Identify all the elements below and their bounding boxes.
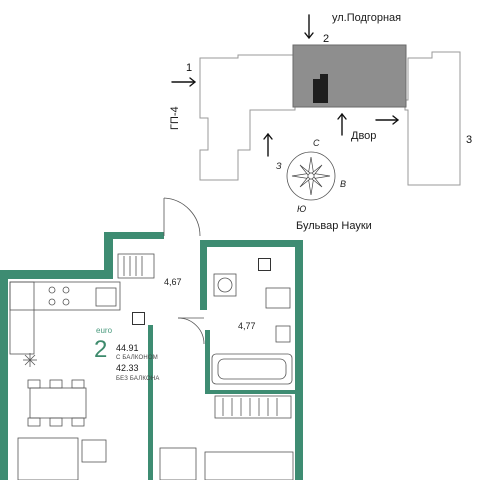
building-gp4 <box>199 54 296 181</box>
facade-number-2: 2 <box>323 33 330 45</box>
bath-door <box>177 317 205 345</box>
view-arrows <box>171 14 399 157</box>
area-with-balcony: 44.91 <box>116 343 139 353</box>
ceiling-fan-icon <box>23 353 37 367</box>
highlighted-apartment <box>313 79 328 103</box>
arrow-yard-icon <box>337 113 347 136</box>
building-right <box>404 51 461 186</box>
arrow-2-icon <box>304 14 314 39</box>
dining-table-icon <box>27 379 87 427</box>
bedroom-radiator-icon <box>214 395 292 419</box>
kitchen-sink-icon <box>95 287 117 307</box>
area-without-balcony: 42.33 <box>116 363 139 373</box>
compass-south: Ю <box>297 204 307 214</box>
room-area-bathroom: 4,77 <box>238 321 256 331</box>
courtyard-label: Двор <box>351 130 377 142</box>
highlighted-apartment-notch <box>320 74 328 81</box>
apartment-rooms: 2 <box>94 336 108 363</box>
walls <box>0 232 303 480</box>
entrance-door <box>163 197 201 237</box>
room-area-hall: 4,67 <box>164 277 182 287</box>
facade-number-1: 1 <box>186 62 193 74</box>
compass-east: В <box>340 179 347 189</box>
washing-machine-icon <box>213 273 237 297</box>
bath-sink-icon <box>265 287 291 309</box>
armchair-icon <box>81 439 107 463</box>
bathtub-icon <box>211 353 293 385</box>
utility-sign-icon <box>132 312 145 325</box>
sofa-icon <box>17 437 79 480</box>
area-with-balcony-caption: С БАЛКОНОМ <box>116 355 158 361</box>
fixtures <box>9 253 294 480</box>
compass-north: С <box>313 138 320 148</box>
facade-number-3: 3 <box>466 134 473 146</box>
radiator-icon <box>117 253 155 279</box>
arrow-1-icon <box>171 77 196 87</box>
arrow-gp4-icon <box>263 133 273 157</box>
floor-plan <box>0 197 303 480</box>
hob-icon <box>48 286 70 306</box>
hall-wardrobe-icon <box>159 447 197 480</box>
utility-sign-bath-icon <box>258 258 271 271</box>
highlighted-section <box>292 44 407 108</box>
apartment-type: euro <box>96 326 113 335</box>
street-top-label: ул.Подгорная <box>332 12 402 24</box>
arrow-3-icon <box>375 115 399 125</box>
building-code-label: ГП-4 <box>169 106 181 130</box>
toilet-icon <box>275 325 291 343</box>
compass-west: З <box>276 161 282 171</box>
door-swings <box>163 197 205 345</box>
bed-icon <box>204 451 294 480</box>
kitchen-counter-side <box>9 281 35 355</box>
compass-rose-icon <box>286 151 336 201</box>
area-without-balcony-caption: БЕЗ БАЛКОНА <box>116 376 160 382</box>
street-bottom-label: Бульвар Науки <box>296 220 372 232</box>
